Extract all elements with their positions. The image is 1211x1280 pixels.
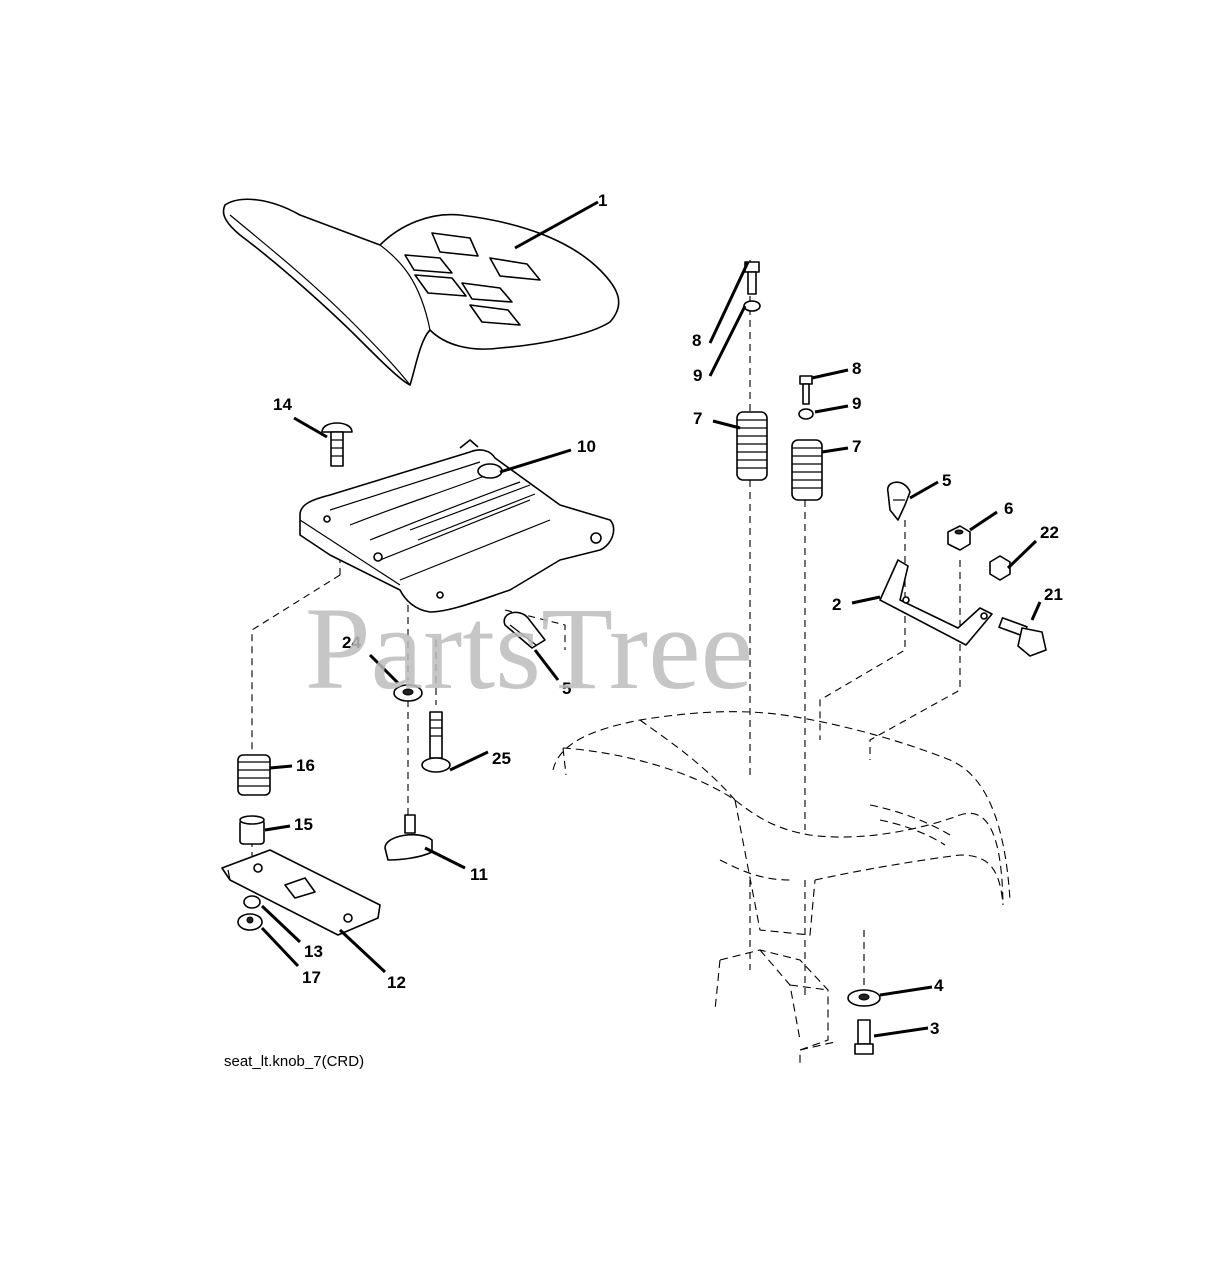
bolt-3 [854,1019,874,1055]
diagram-caption: seat_lt.knob_7(CRD) [224,1053,364,1070]
callout-25: 25 [492,749,511,768]
bolt-right [799,375,813,405]
callout-2: 2 [832,595,841,614]
callout-8b: 8 [852,359,861,378]
callout-7a: 7 [693,409,702,428]
clip-right [887,481,911,521]
callout-22: 22 [1040,523,1059,542]
seat-bracket [879,559,993,646]
callout-21: 21 [1044,585,1063,604]
callout-6: 6 [1004,499,1013,518]
callout-1: 1 [598,191,607,210]
callout-8a: 8 [692,331,701,350]
fender-outline [552,711,1011,1065]
callout-17: 17 [302,968,321,987]
callout-4: 4 [934,976,944,995]
callout-16: 16 [296,756,315,775]
spring-right [791,439,823,501]
bracket-plate [221,849,381,936]
spring-small [237,754,271,796]
callout-5b: 5 [942,471,951,490]
callout-11: 11 [470,865,488,884]
callout-13: 13 [304,942,323,961]
callout-5a: 5 [562,679,571,698]
carriage-bolt [321,422,353,467]
nut [243,895,261,909]
callout-7b: 7 [852,437,861,456]
callout-14: 14 [273,395,292,414]
seat [222,198,620,386]
seat-grip-pads [404,232,541,326]
callout-12: 12 [387,973,406,992]
callout-labels: 1 2 3 4 5 5 6 7 7 8 8 9 9 10 11 12 13 14… [273,191,1063,1038]
spacer [239,815,265,845]
seat-knob [384,814,433,861]
washer-right [798,408,814,420]
lock-nut [989,555,1011,581]
callout-15: 15 [294,815,313,834]
watermark: PartsTree [305,583,753,714]
flange-washer [237,913,263,931]
shoulder-bolt [421,711,451,773]
seat-pan [299,439,615,613]
clip-left [503,611,546,649]
callout-3: 3 [930,1019,939,1038]
washer [393,684,423,702]
hex-nut [947,525,971,551]
callout-10: 10 [577,437,596,456]
callout-9a: 9 [693,366,702,385]
callout-24: 24 [342,633,361,652]
washer-left [743,300,761,312]
leader-lines [260,200,1042,1038]
washer-4 [847,989,881,1007]
spring-left [736,411,768,481]
callout-9b: 9 [852,394,861,413]
bolt-21 [998,617,1047,657]
